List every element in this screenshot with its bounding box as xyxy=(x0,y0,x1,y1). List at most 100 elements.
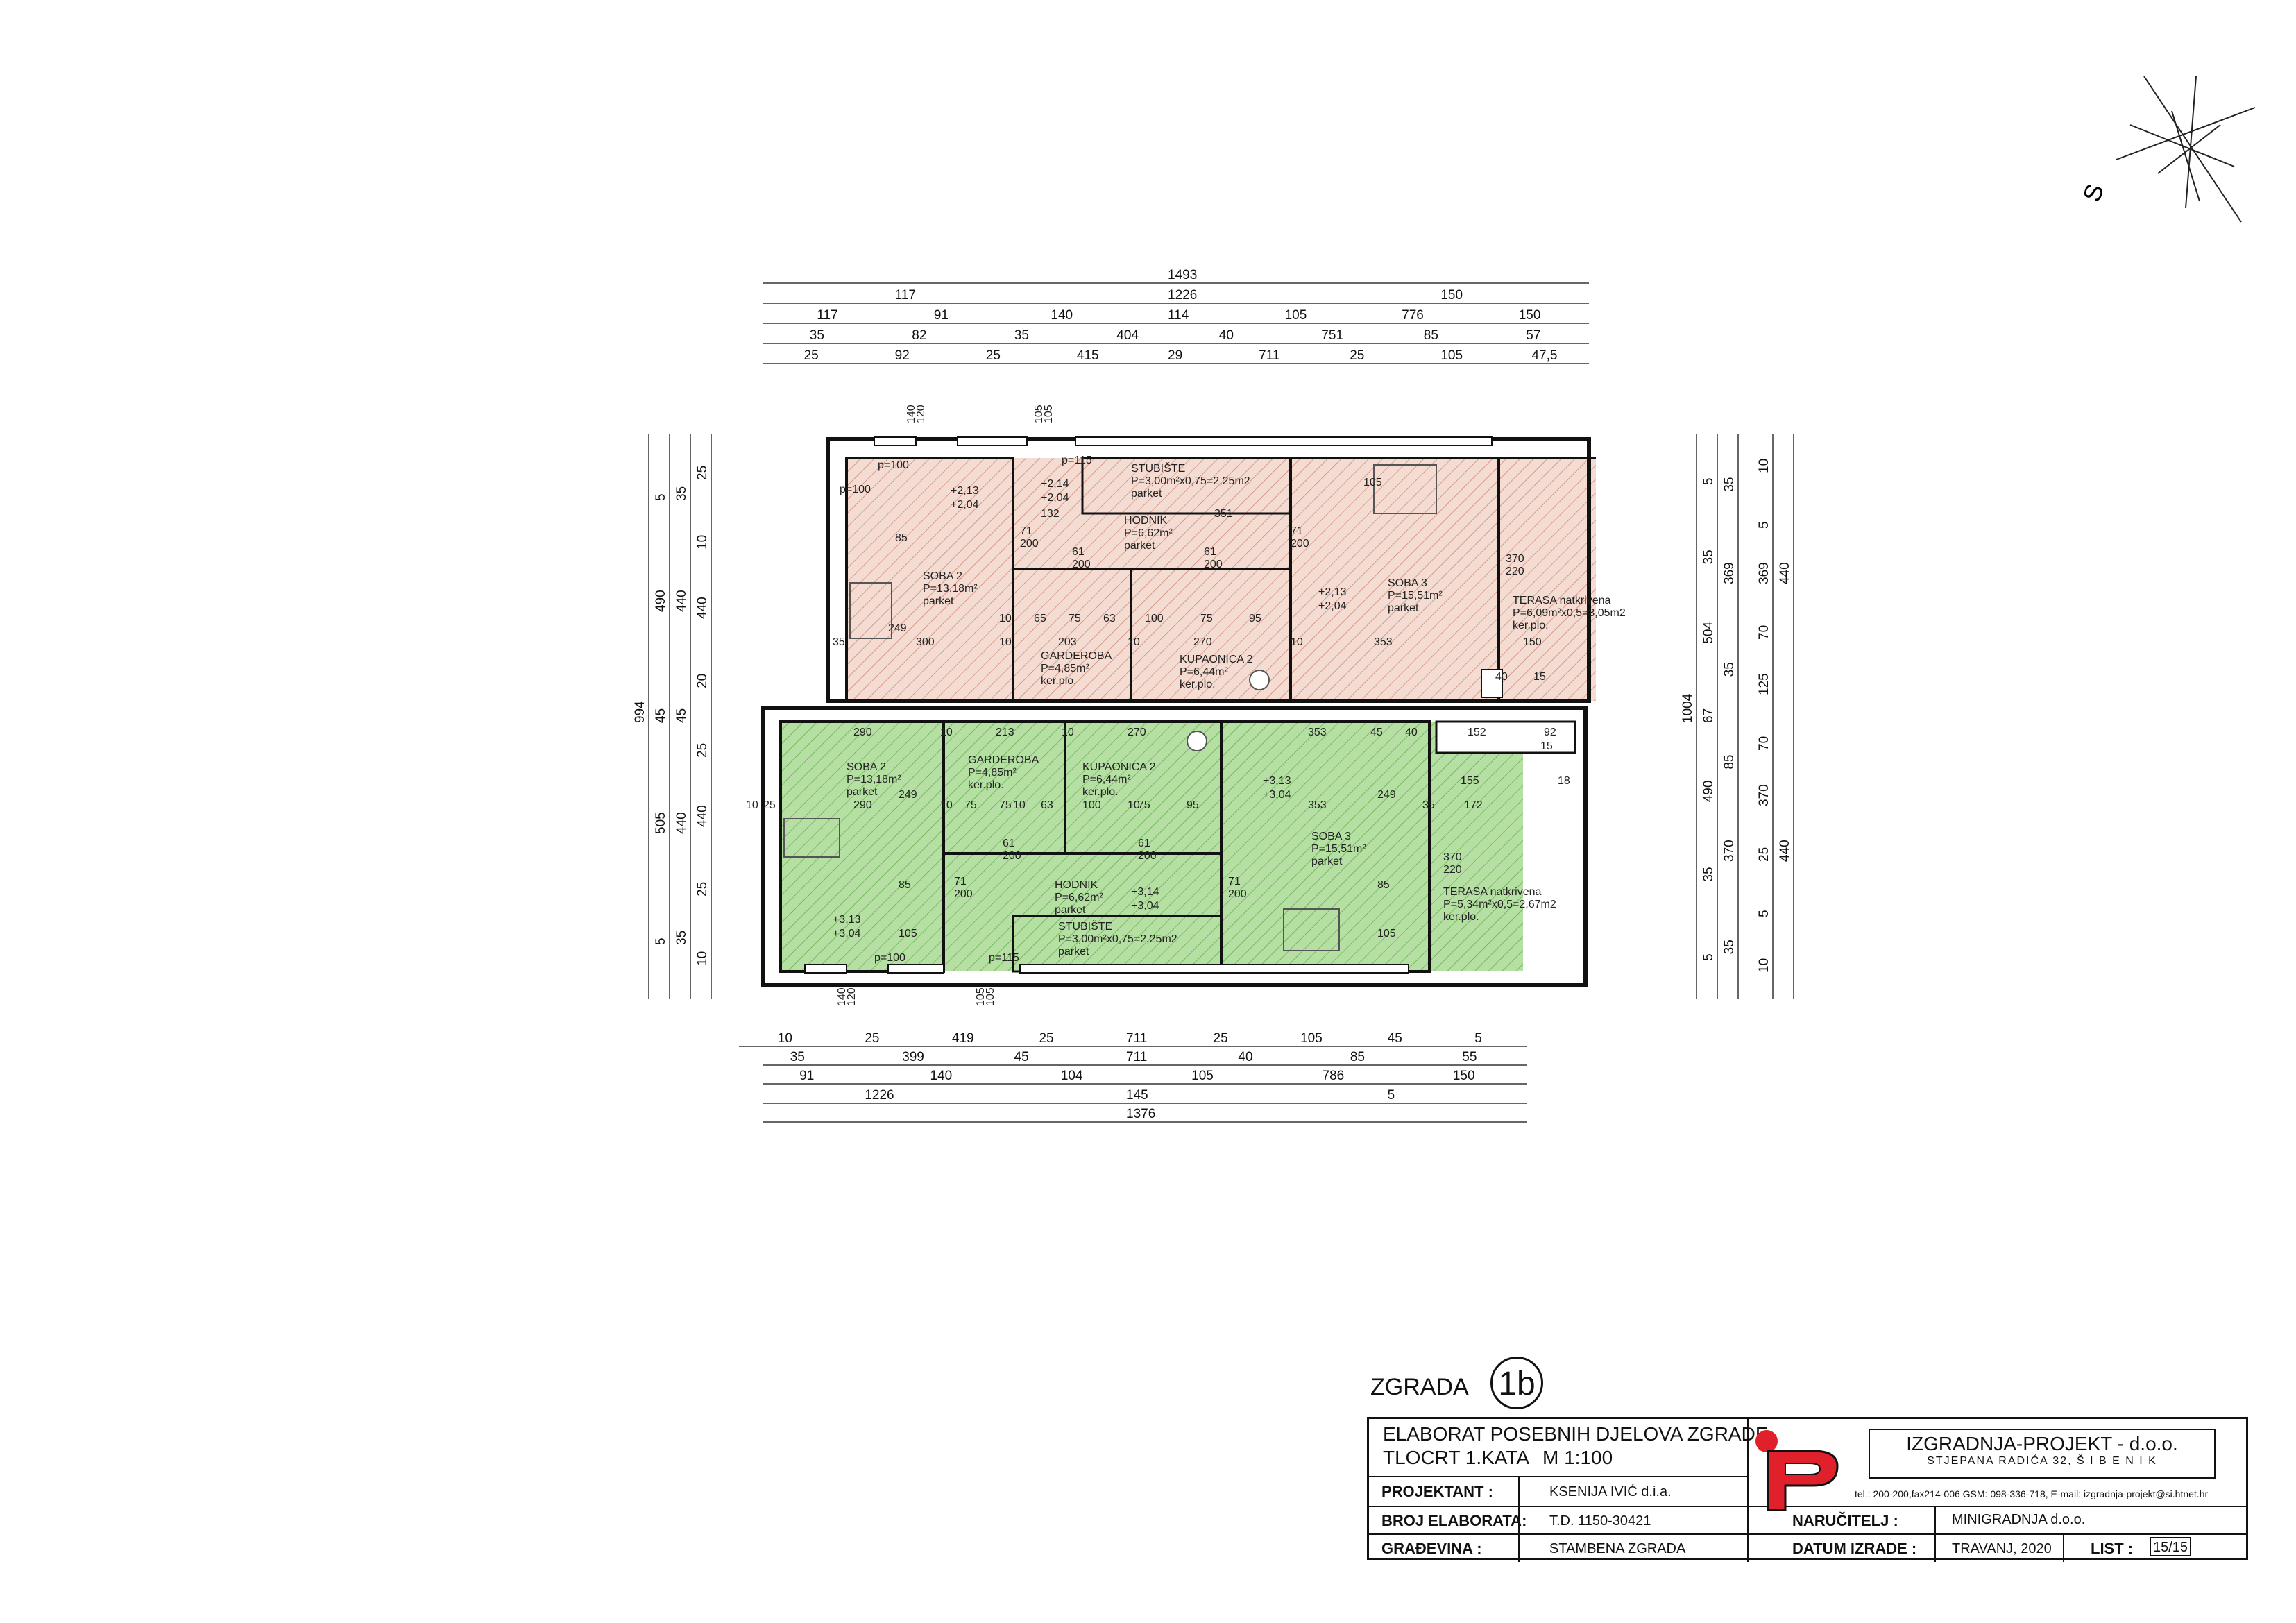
designer-value: KSENIJA IVIĆ d.i.a. xyxy=(1549,1484,1672,1499)
dimension-label: 125 xyxy=(1757,673,1771,695)
dimension-label: 85 xyxy=(1722,755,1737,770)
door-label: 370 xyxy=(1443,851,1462,863)
dimension-label: 45 xyxy=(1388,1031,1402,1046)
dimension-label: 85 xyxy=(895,532,908,544)
door-label: 200 xyxy=(954,888,973,900)
dimension-label: 35 xyxy=(1722,477,1737,492)
level-mark: +2,13 xyxy=(951,485,979,497)
dimension-label: 300 xyxy=(916,636,935,648)
dimension-label: 1376 xyxy=(1126,1107,1155,1121)
room-floor: ker.plo. xyxy=(1082,786,1119,798)
dimension-label: 100 xyxy=(1145,613,1164,624)
dimension-label: 5 xyxy=(1701,953,1716,961)
dimension-label: 75 xyxy=(1138,799,1150,811)
designer-label: PROJEKTANT : xyxy=(1381,1483,1493,1500)
room-area: P=6,44m² xyxy=(1180,666,1228,678)
top-dimension-chains xyxy=(763,282,1589,364)
room-area: P=6,44m² xyxy=(1082,774,1131,785)
dimension-label: 10 xyxy=(1013,799,1026,811)
dimension-label: 25 xyxy=(865,1031,879,1046)
dimension-label: 10 xyxy=(778,1031,792,1046)
dimension-label: 10 xyxy=(1757,958,1771,973)
date-value: TRAVANJ, 2020 xyxy=(1952,1541,2052,1556)
door-label: 370 xyxy=(1506,553,1524,565)
dimension-label: 370 xyxy=(1722,840,1737,862)
dimension-label: 5 xyxy=(1757,910,1771,917)
room-area: P=6,09m²x0,5=3,05m2 xyxy=(1513,607,1626,619)
door-label: 200 xyxy=(1291,538,1309,550)
level-mark: +2,04 xyxy=(951,499,979,511)
room-floor: ker.plo. xyxy=(1041,675,1077,687)
room-area: P=6,62m² xyxy=(1055,892,1103,903)
room-area: P=13,18m² xyxy=(923,583,978,595)
dimension-label: 105 xyxy=(1191,1069,1214,1083)
door-label: 71 xyxy=(1291,525,1303,537)
window-mark: 120 xyxy=(846,987,858,1006)
door-label: 71 xyxy=(1228,876,1241,887)
dimension-label: 369 xyxy=(1722,562,1737,584)
dimension-label: 751 xyxy=(1321,328,1343,343)
upper-floor-plan xyxy=(826,436,1596,703)
dimension-label: 505 xyxy=(654,812,668,834)
dimension-label: 45 xyxy=(674,708,689,723)
room-name: KUPAONICA 2 xyxy=(1180,654,1253,665)
dimension-label: 249 xyxy=(1377,789,1396,801)
dimension-label: 35 xyxy=(1701,550,1716,564)
dimension-label: 150 xyxy=(1519,308,1541,323)
dimension-label: 10 xyxy=(1757,459,1771,473)
dimension-label: 145 xyxy=(1126,1088,1148,1103)
dimension-label: 5 xyxy=(1474,1031,1482,1046)
dimension-label: 5 xyxy=(654,937,668,945)
room-area: P=3,00m²x0,75=2,25m2 xyxy=(1131,475,1250,487)
dimension-label: 1493 xyxy=(1168,268,1197,282)
dimension-label: 65 xyxy=(1034,613,1046,624)
dimension-label: 117 xyxy=(817,308,837,323)
dimension-label: 353 xyxy=(1374,636,1393,648)
dimension-label: 5 xyxy=(654,493,668,501)
dimension-label: 85 xyxy=(1350,1050,1365,1064)
room-name: SOBA 2 xyxy=(847,761,886,773)
dimension-label: 105 xyxy=(1440,348,1463,363)
door-label: 200 xyxy=(1228,888,1247,900)
room-area: P=6,62m² xyxy=(1124,527,1173,539)
dimension-label: 10 xyxy=(1128,799,1140,811)
dimension-label: 172 xyxy=(1464,799,1483,811)
room-area: P=15,51m² xyxy=(1311,843,1366,855)
north-arrow-icon xyxy=(2116,76,2256,223)
room-area: P=5,34m²x0,5=2,67m2 xyxy=(1443,899,1556,910)
dimension-label: 404 xyxy=(1116,328,1139,343)
dimension-label: 25 xyxy=(695,743,710,758)
door-label: 200 xyxy=(1003,850,1021,862)
dimension-label: 114 xyxy=(1168,308,1189,323)
dimension-label: 419 xyxy=(952,1031,974,1046)
dimension-label: 5 xyxy=(1757,521,1771,529)
building-number: 1b xyxy=(1490,1357,1543,1409)
dimension-label: 29 xyxy=(1168,348,1182,363)
dimension-label: 55 xyxy=(1462,1050,1477,1064)
room-area: P=15,51m² xyxy=(1388,590,1443,602)
room-floor: ker.plo. xyxy=(1443,911,1479,923)
dimension-label: 70 xyxy=(1757,625,1771,640)
dimension-label: 353 xyxy=(1308,799,1327,811)
door-label: 220 xyxy=(1443,864,1462,876)
level-mark: +3,13 xyxy=(833,914,861,926)
level-mark: +2,04 xyxy=(1318,600,1347,612)
level-mark: +2,13 xyxy=(1318,586,1347,598)
parapet-mark: p=115 xyxy=(989,952,1019,964)
right-dimension-labels: 1004535504674903553536935853703510536970… xyxy=(1681,459,1792,973)
room-name: STUBIŠTE xyxy=(1058,919,1112,933)
door-label: 200 xyxy=(1138,850,1157,862)
dimension-label: 10 xyxy=(1291,636,1303,648)
dimension-label: 25 xyxy=(1350,348,1364,363)
dimension-label: 711 xyxy=(1259,348,1279,363)
dimension-label: 35 xyxy=(1722,662,1737,677)
dimension-label: 440 xyxy=(695,805,710,827)
dimension-label: 40 xyxy=(1405,726,1418,738)
door-label: 61 xyxy=(1138,838,1150,849)
dimension-label: 10 xyxy=(999,636,1012,648)
door-label: 61 xyxy=(1003,838,1015,849)
window-mark: 105 xyxy=(975,987,987,1006)
room-floor: parket xyxy=(1131,488,1162,500)
firm-box: IZGRADNJA-PROJEKT - d.o.o. STJEPANA RADI… xyxy=(1869,1429,2216,1479)
window-mark: 140 xyxy=(905,405,917,423)
